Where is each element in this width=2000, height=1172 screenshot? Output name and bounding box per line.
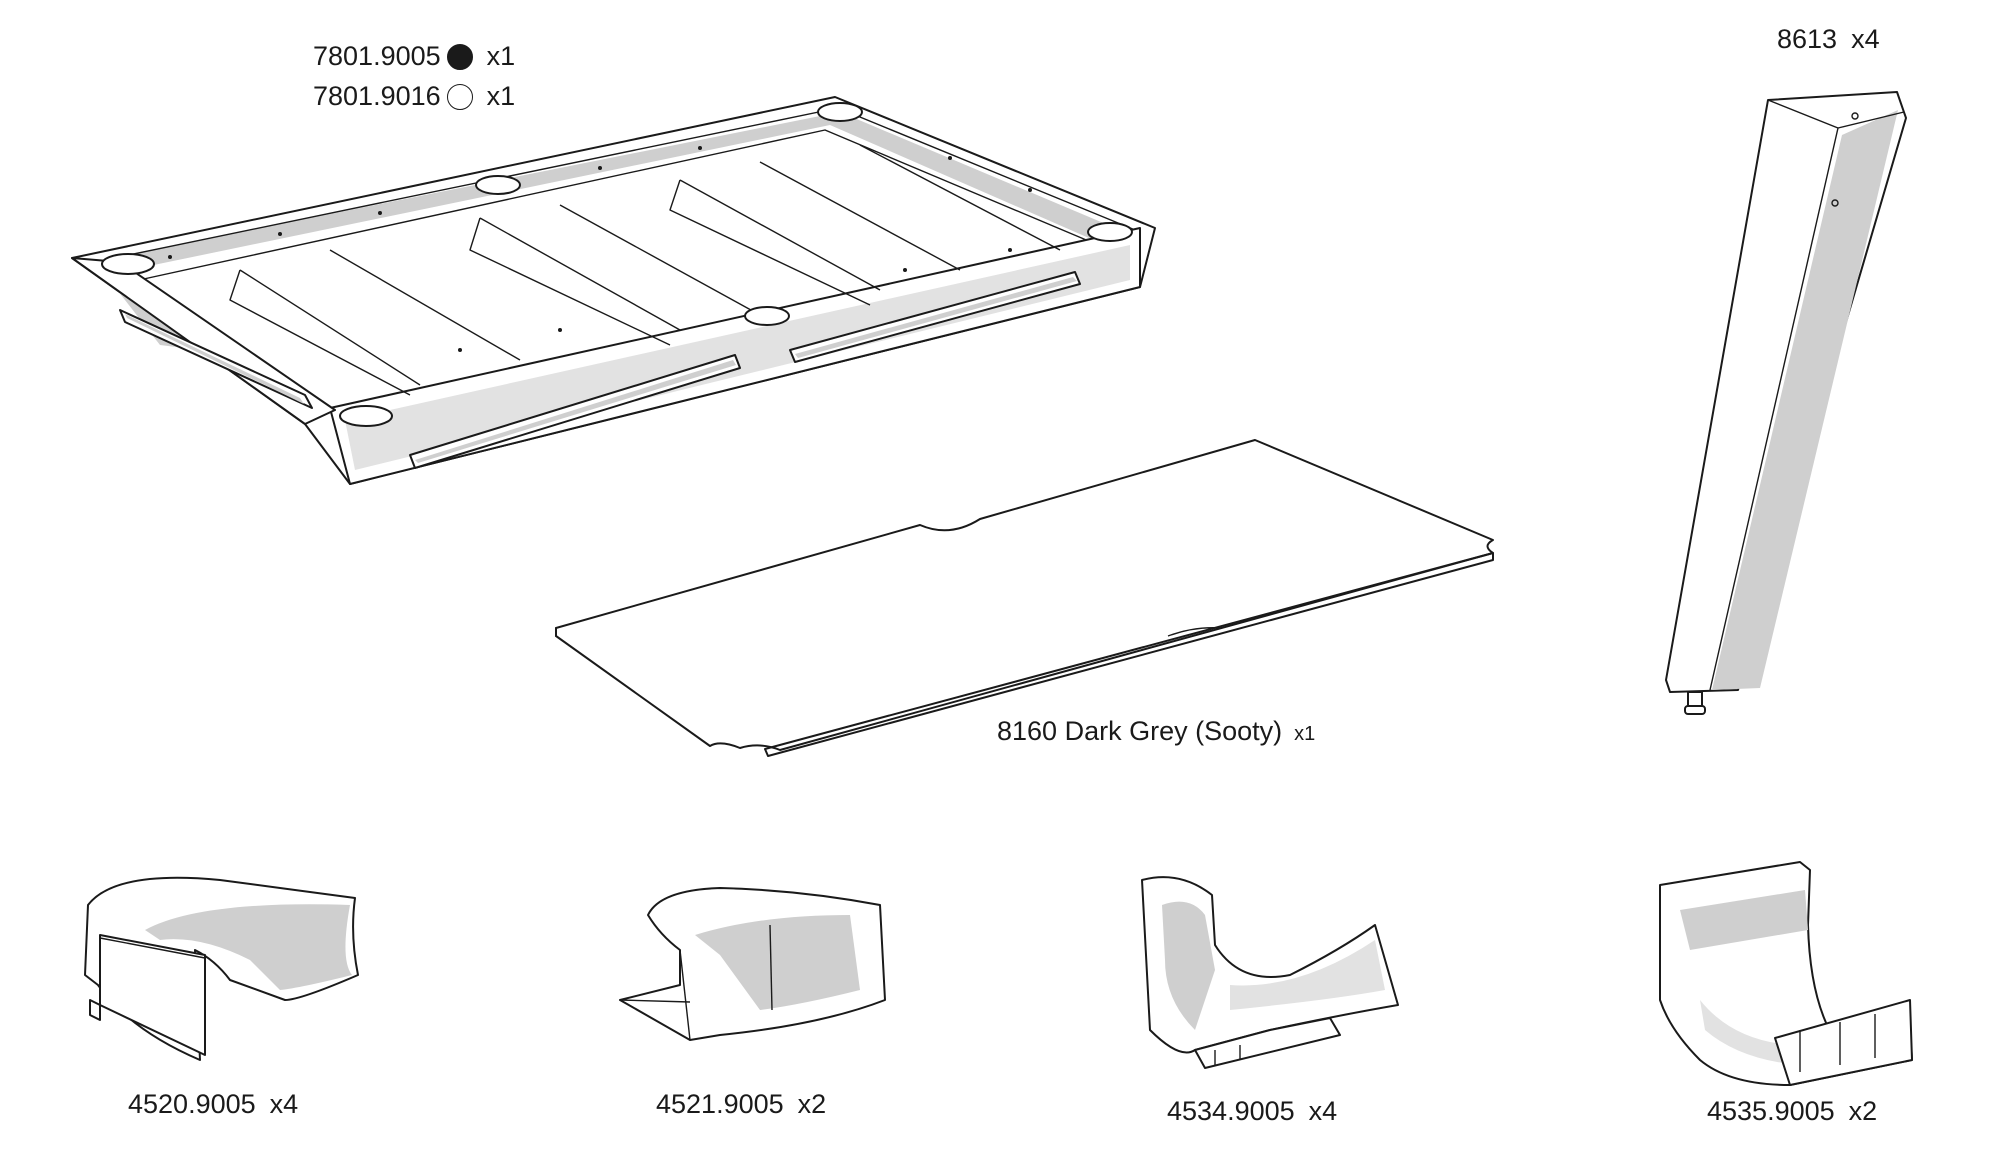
leg-code: 8613 xyxy=(1777,24,1838,54)
corner-block-code: 4534.9005 xyxy=(1167,1096,1295,1126)
leg-label: 8613 x4 xyxy=(1777,24,1880,55)
middle-pocket-code: 4521.9005 xyxy=(656,1089,784,1119)
leg-qty: x4 xyxy=(1851,24,1880,54)
frame-variant-black-qty: x1 xyxy=(486,41,516,71)
corner-block-illustration xyxy=(1141,876,1399,1069)
middle-pocket-qty: x2 xyxy=(797,1089,827,1119)
slate-illustration xyxy=(555,439,1494,757)
frame-variant-black-label: 7801.9005 x1 xyxy=(313,41,515,72)
middle-pocket-label: 4521.9005 x2 xyxy=(656,1089,826,1120)
corner-pocket-illustration xyxy=(84,876,359,1061)
corner-pocket-qty: x4 xyxy=(269,1089,299,1119)
middle-block-code: 4535.9005 xyxy=(1707,1096,1835,1126)
middle-pocket-illustration xyxy=(619,887,886,1041)
white-swatch-icon xyxy=(446,84,473,110)
middle-block-illustration xyxy=(1659,861,1913,1086)
frame-variant-white-code: 7801.9016 xyxy=(313,81,441,111)
slate-qty: x1 xyxy=(1294,723,1316,745)
table-frame-illustration xyxy=(71,96,1156,485)
corner-block-qty: x4 xyxy=(1308,1096,1338,1126)
corner-pocket-code: 4520.9005 xyxy=(128,1089,256,1119)
frame-variant-white-qty: x1 xyxy=(486,81,516,111)
corner-pocket-label: 4520.9005 x4 xyxy=(128,1089,298,1120)
frame-variant-white-label: 7801.9016 x1 xyxy=(313,81,515,112)
slate-code: 8160 Dark Grey (Sooty) xyxy=(997,716,1283,746)
corner-block-label: 4534.9005 x4 xyxy=(1167,1096,1337,1127)
leg-illustration xyxy=(1665,91,1907,715)
middle-block-label: 4535.9005 x2 xyxy=(1707,1096,1877,1127)
middle-block-qty: x2 xyxy=(1848,1096,1878,1126)
slate-label: 8160 Dark Grey (Sooty) x1 xyxy=(997,716,1315,747)
black-swatch-icon xyxy=(446,44,473,70)
frame-variant-black-code: 7801.9005 xyxy=(313,41,441,71)
